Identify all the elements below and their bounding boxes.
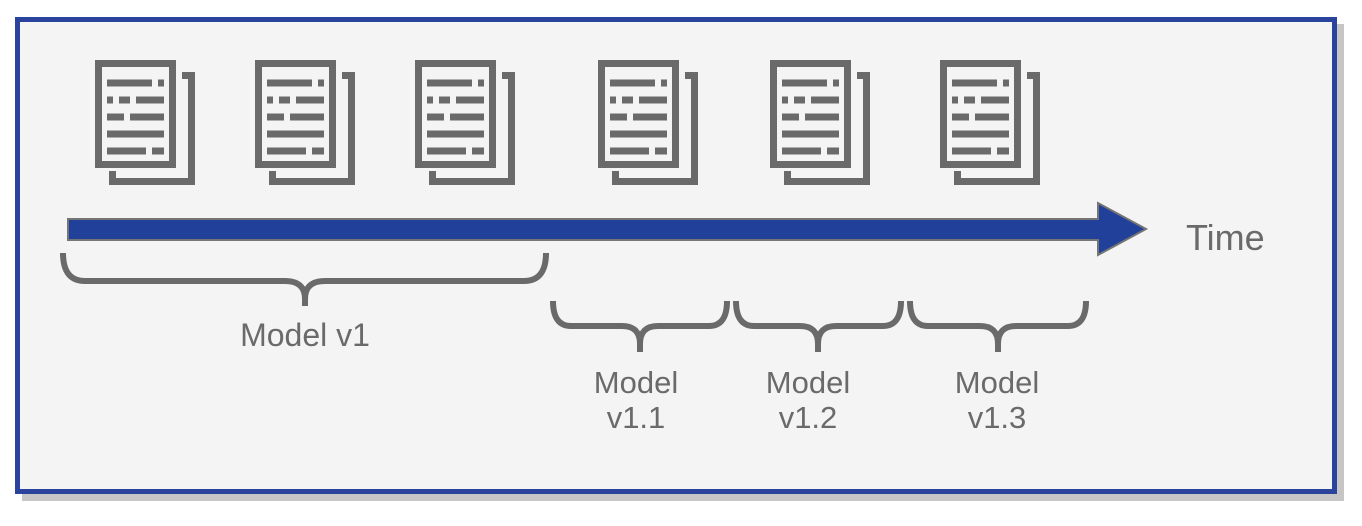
brace-model-v1 [60, 252, 549, 306]
time-label: Time [1186, 217, 1265, 258]
model-v1-3-label: Model v1.3 [954, 365, 1040, 435]
document-stack-icon [602, 64, 695, 182]
document-stack-icon [99, 64, 192, 182]
model-v1-2-label: Model v1.2 [765, 365, 851, 435]
model-v1-1-label: Model v1.1 [593, 365, 679, 435]
brace-model-v1-1 [550, 300, 730, 352]
time-arrow [67, 201, 1149, 257]
document-stack-icon [774, 64, 867, 182]
brace-model-v1-3 [907, 300, 1089, 352]
document-stack-icon [259, 64, 352, 182]
document-stack-icon [419, 64, 512, 182]
document-stack-icon [944, 64, 1037, 182]
brace-model-v1-2 [733, 300, 904, 352]
model-v1-label: Model v1 [240, 317, 370, 353]
